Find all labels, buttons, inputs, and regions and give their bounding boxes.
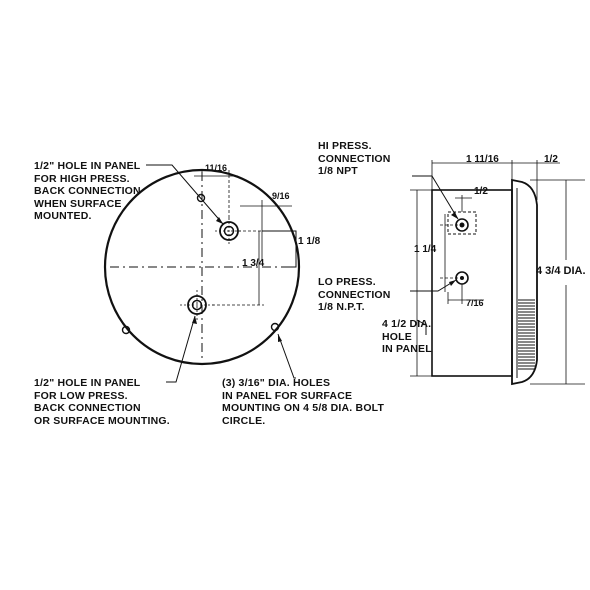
arrow-high-press: [216, 217, 223, 224]
gauge-case: [431, 189, 513, 377]
arrow-mounting-holes: [278, 334, 282, 342]
leader-mounting-holes: [277, 333, 296, 379]
leader-panel-hole: [416, 319, 427, 335]
arrow-lo-press-connection: [449, 280, 456, 286]
dim-bracket-small: [262, 230, 297, 268]
dim-side-port-spacing: 1 1/4: [414, 244, 437, 255]
arrow-hi-press-connection: [451, 212, 458, 219]
high-press-hole: [215, 218, 243, 244]
note-hi-press-connection: HI PRESS. CONNECTION 1/8 NPT: [318, 140, 391, 177]
leader-hi-press-connection: [412, 175, 459, 220]
note-high-press-hole: 1/2" HOLE IN PANEL FOR HIGH PRESS. BACK …: [34, 160, 141, 222]
note-lo-press-connection: LO PRESS. CONNECTION 1/8 N.P.T.: [318, 276, 391, 313]
dim-front-top-offset: 11/16: [205, 163, 228, 173]
front-view: [103, 164, 301, 383]
dim-front-vertical-large: 1 3/4: [242, 258, 265, 269]
bezel-knurl: [518, 299, 535, 370]
dim-front-right-offset: 9/16: [272, 191, 290, 201]
gauge-bezel: [511, 178, 538, 386]
mounting-hole-left: [121, 325, 131, 335]
dim-side-depth: 1 11/16: [466, 154, 499, 165]
side-view: [410, 160, 585, 386]
note-surface-mount-holes: (3) 3/16" DIA. HOLES IN PANEL FOR SURFAC…: [222, 377, 385, 427]
arrow-low-press: [192, 316, 197, 324]
mounting-hole-right: [270, 322, 280, 332]
dim-side-lower-offset: 7/16: [466, 298, 484, 308]
dim-front-vertical-small: 1 1/8: [298, 236, 321, 247]
leader-high-press: [146, 164, 224, 225]
dim-side-bezel: 1/2: [544, 154, 558, 165]
dim-side-upper-offset: 1/2: [474, 186, 488, 197]
note-low-press-hole: 1/2" HOLE IN PANEL FOR LOW PRESS. BACK C…: [34, 377, 170, 427]
note-panel-hole: 4 1/2 DIA. HOLE IN PANEL: [382, 318, 432, 355]
mounting-hole-top: [196, 193, 206, 203]
leader-low-press: [166, 315, 196, 383]
low-press-hole: [180, 290, 214, 320]
dim-side-overall-dia: 4 3/4 DIA.: [536, 265, 586, 277]
